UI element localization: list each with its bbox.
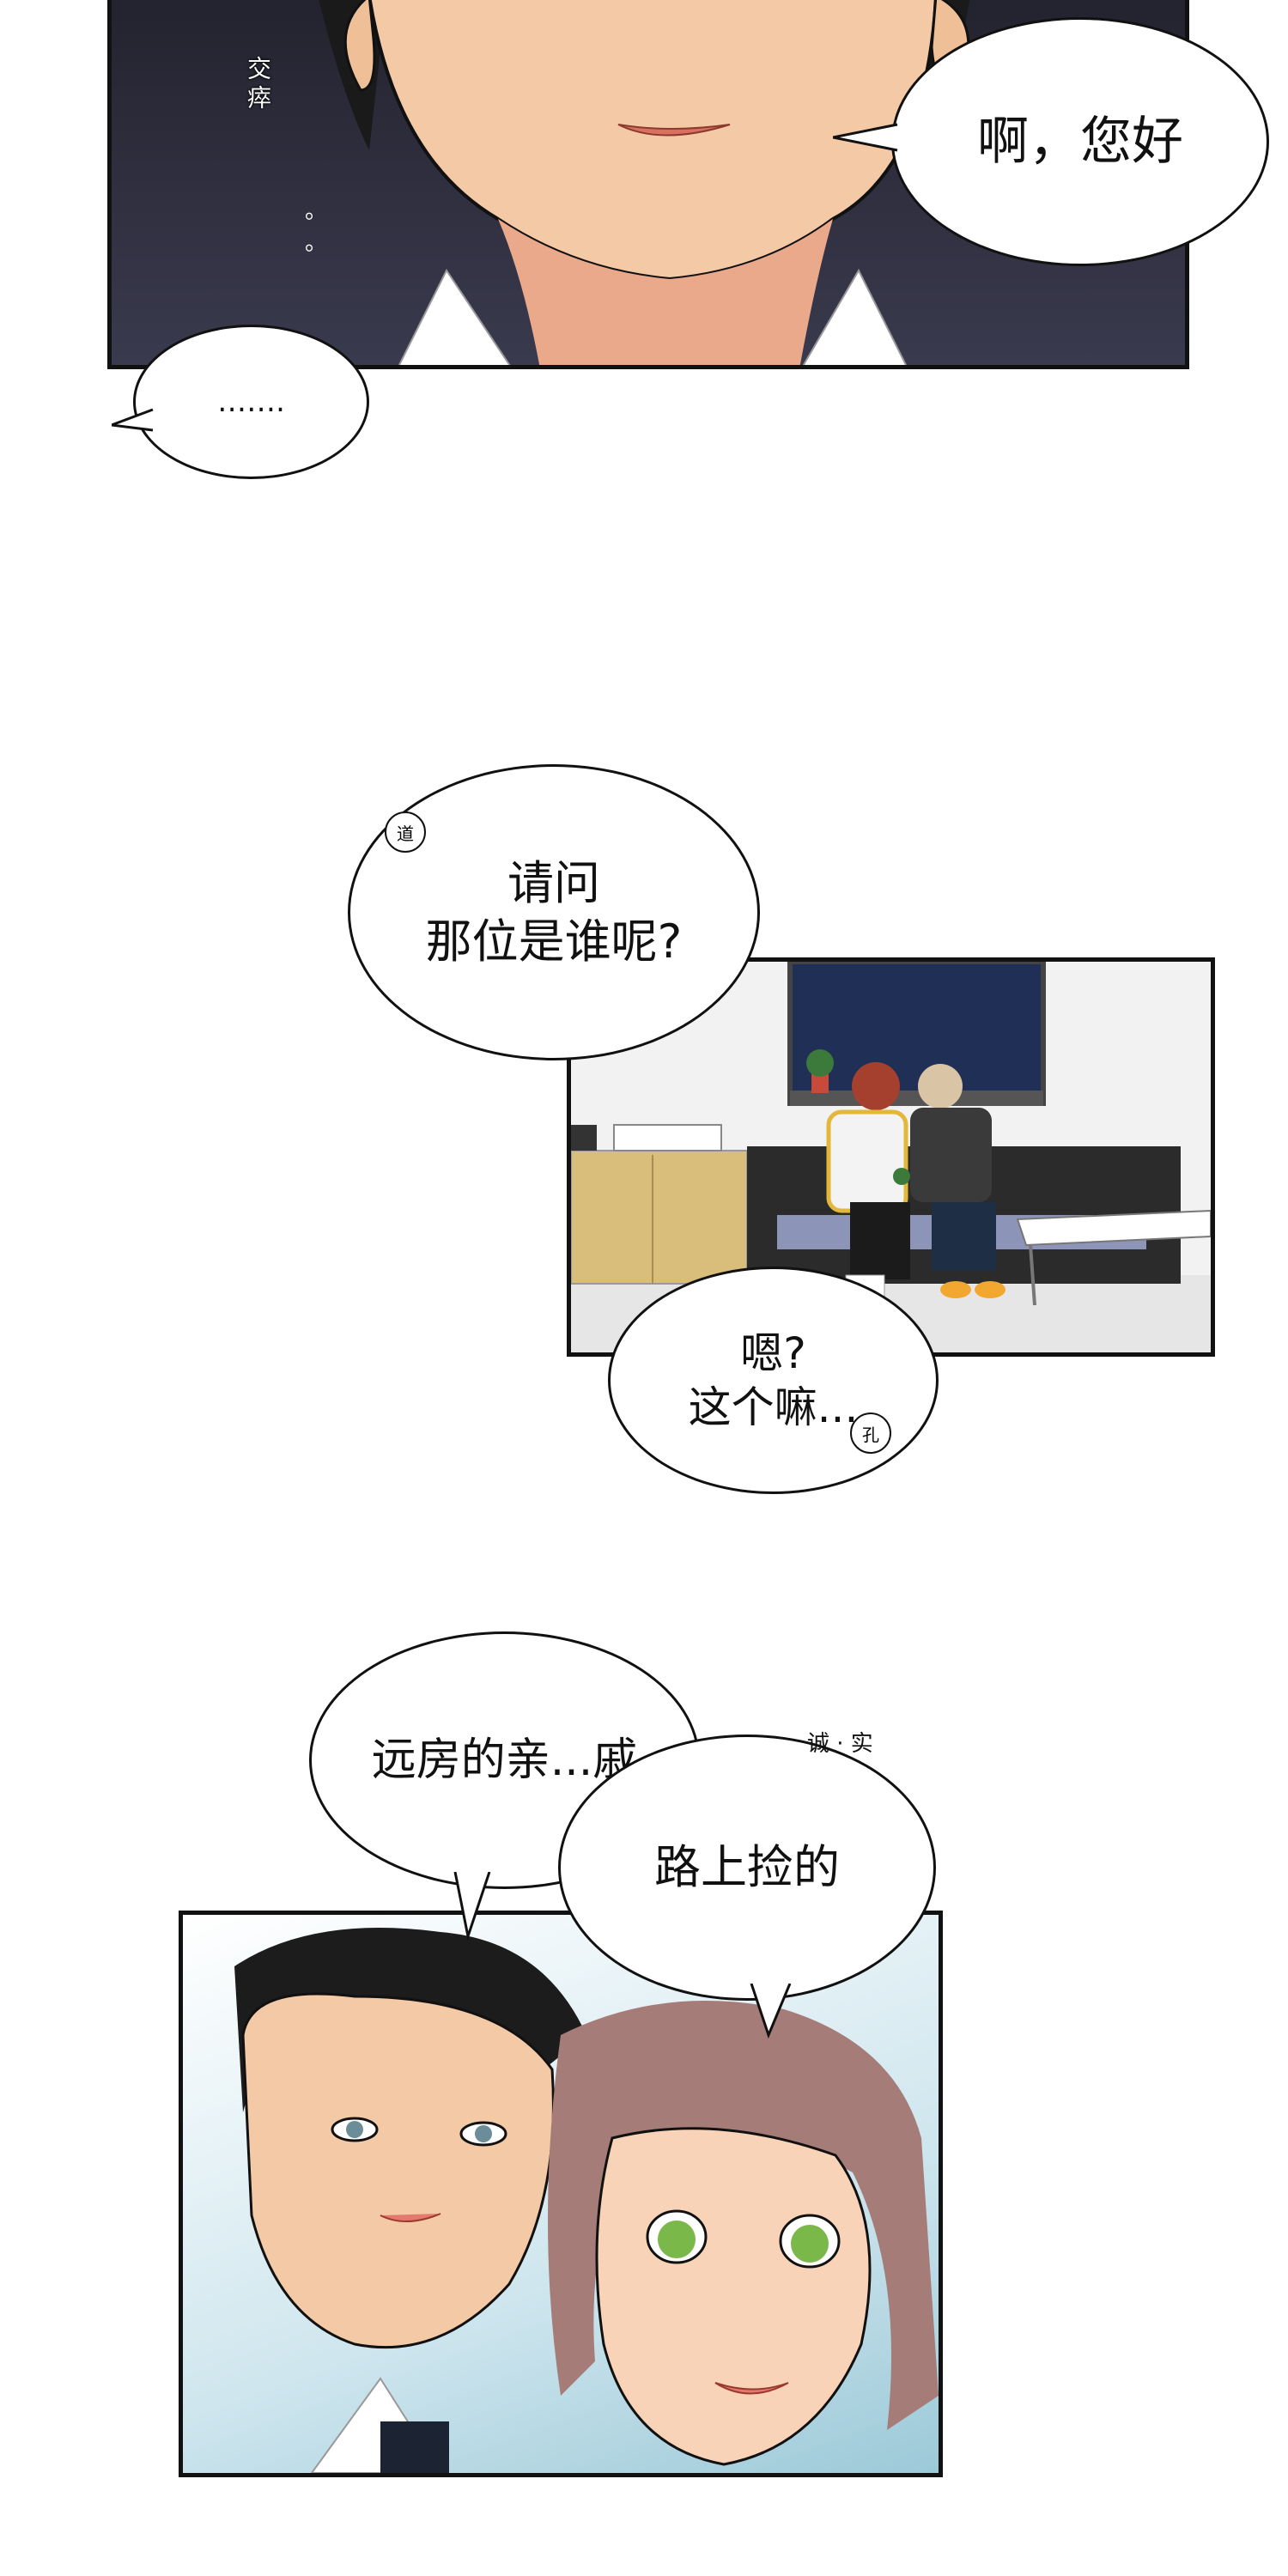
speech-bubble-hello: 啊，您好 [891,17,1269,266]
speech-text-picked-up: 路上捡的 [654,1840,840,1895]
speech-bubble-well: 嗯? 这个嘛... [608,1267,939,1494]
two-faces-art [234,1928,939,2473]
living-room-art [571,962,1211,1352]
panel-two-faces [179,1911,943,2477]
sfx-text-jiaocui: 交瘁 [244,56,272,114]
speech-bubble-picked-up: 路上捡的 [558,1735,936,2001]
speech-text-who-is-that: 请问 那位是谁呢? [425,856,683,969]
speech-text-well: 嗯? 这个嘛... [688,1328,859,1432]
speaker-tag-dao-text: 道 [397,823,414,844]
speech-tail-ellipsis [112,408,154,432]
speaker-tag-kong: 孔 [850,1413,891,1454]
speech-tail-hello [833,123,898,152]
speaker-tag-kong-text: 孔 [862,1424,879,1445]
sfx-text-honest: 诚 · 实 [807,1731,873,1757]
speech-bubble-ellipsis: ……. [133,325,369,479]
speaker-tag-dao: 道 [385,811,426,853]
speech-tail-distant-relative [453,1872,491,1941]
sfx-dots: 。。 [305,198,328,256]
speech-text-ellipsis: ……. [217,384,285,419]
speech-tail-picked-up [750,1984,792,2039]
speech-bubble-who-is-that: 请问 那位是谁呢? [348,764,760,1060]
speech-text-distant-relative: 远房的亲...戚 [371,1734,638,1786]
speech-text-hello: 啊，您好 [977,111,1183,172]
